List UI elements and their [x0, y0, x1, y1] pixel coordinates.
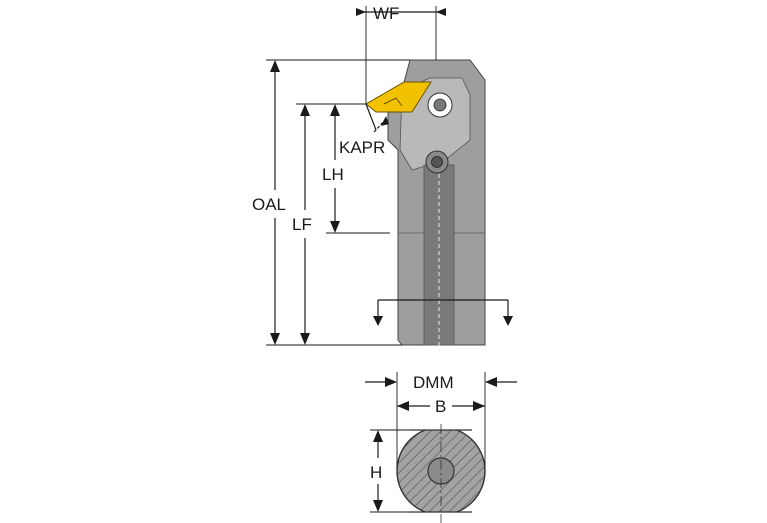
kapr-dimension: KAPR: [339, 103, 389, 157]
lf-dimension: LF: [292, 103, 366, 345]
lf-label: LF: [292, 215, 312, 234]
cutting-insert: [365, 81, 432, 113]
lh-label: LH: [322, 165, 344, 184]
wf-label: WF: [373, 4, 399, 23]
b-label: B: [435, 397, 446, 416]
dmm-dimension: DMM: [365, 372, 517, 470]
kapr-label: KAPR: [339, 138, 385, 157]
dmm-label: DMM: [413, 373, 454, 392]
section-cut-marker: [373, 299, 513, 326]
h-dimension: H: [370, 429, 410, 513]
section-view: [395, 420, 487, 523]
wf-dimension: WF: [356, 4, 446, 104]
b-dimension: B: [397, 397, 485, 416]
lh-dimension: LH: [322, 104, 390, 234]
oal-dimension: OAL: [252, 59, 410, 346]
oal-label: OAL: [252, 195, 286, 214]
h-label: H: [370, 463, 382, 482]
